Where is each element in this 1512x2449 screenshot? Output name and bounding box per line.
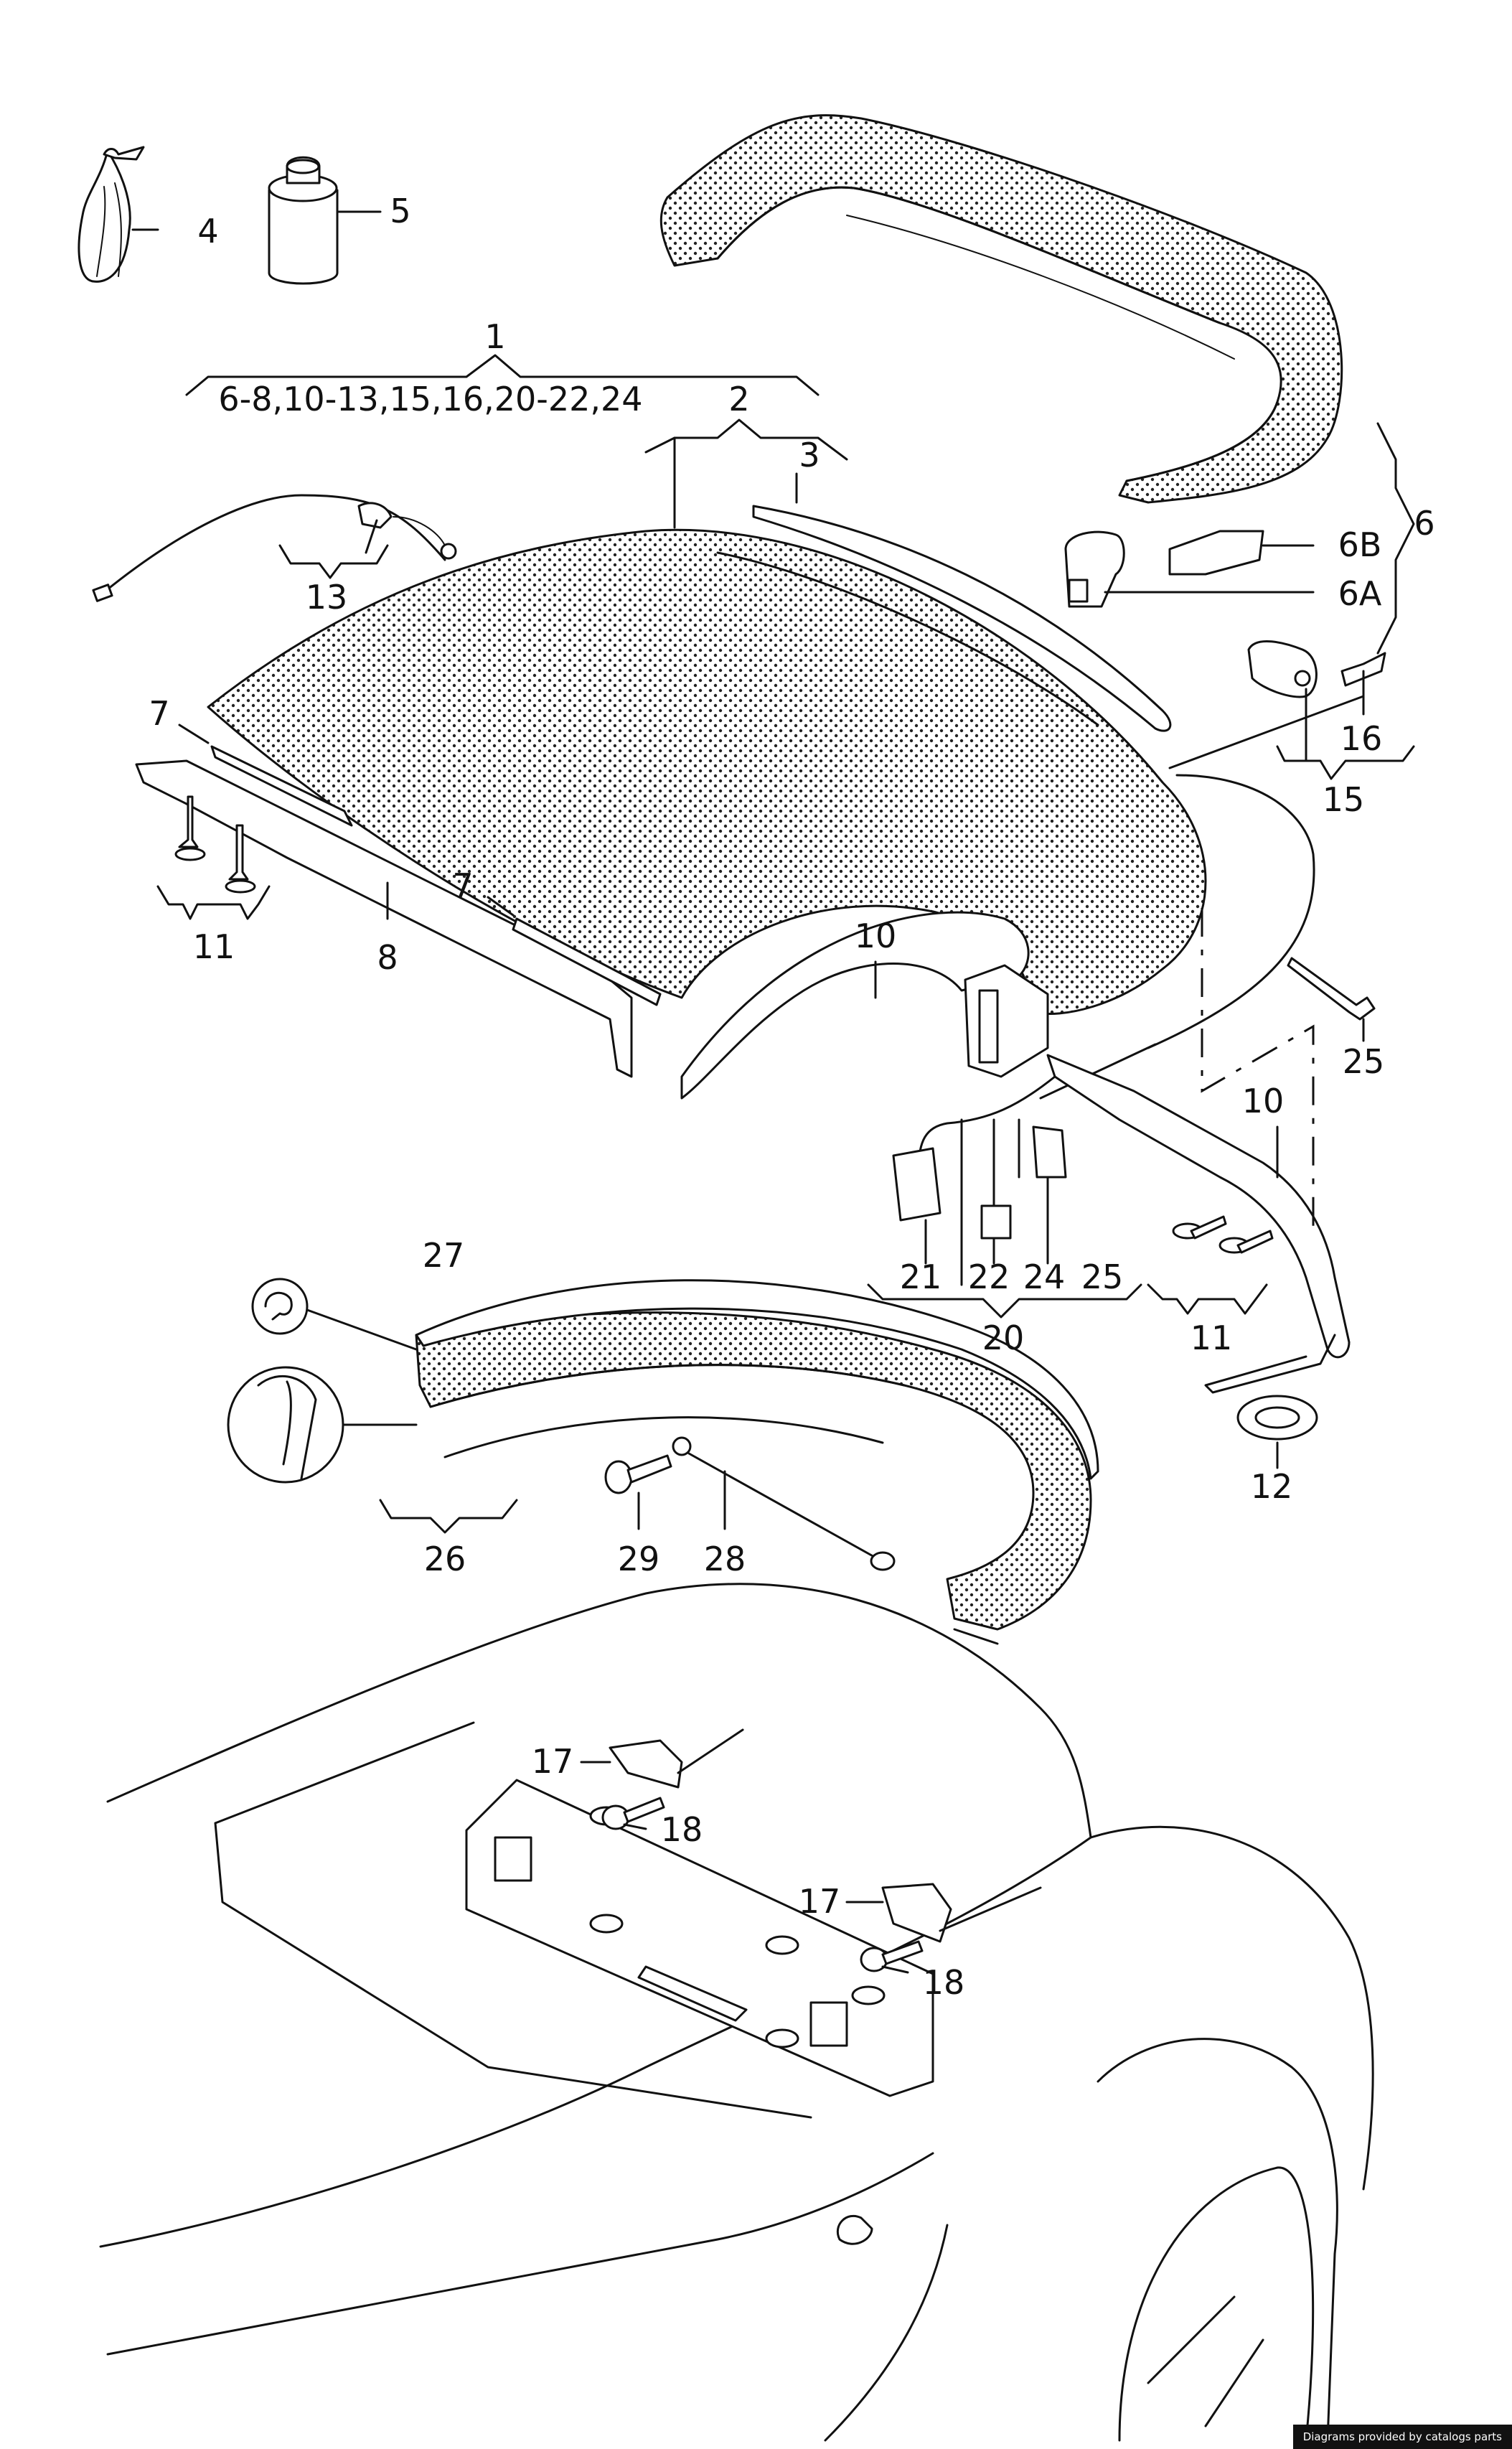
bolt-29-part	[604, 1454, 672, 1530]
label-4: 4	[197, 212, 218, 250]
bracket-11-right	[1147, 1283, 1268, 1315]
label-7a: 7	[149, 694, 169, 733]
bracket-13	[278, 544, 389, 579]
cable-28-part	[672, 1436, 896, 1571]
bracket-11-left	[156, 885, 271, 920]
label-2: 2	[728, 380, 749, 418]
bag-part-drawing	[78, 146, 159, 283]
label-24: 24	[1023, 1258, 1066, 1296]
label-7b: 7	[452, 866, 473, 905]
car-body-drawing	[99, 1583, 1374, 2442]
bracket-20	[867, 1283, 1142, 1319]
bracket-26	[379, 1499, 518, 1534]
label-25a: 25	[1081, 1258, 1124, 1296]
label-22: 22	[968, 1258, 1010, 1296]
bracket-17-upper	[580, 1728, 744, 1789]
clip-6a-part	[1064, 530, 1315, 608]
label-27: 27	[423, 1236, 465, 1275]
rail-8-part	[135, 724, 662, 1078]
label-6b: 6B	[1338, 525, 1382, 564]
bracket-1	[185, 354, 820, 396]
screws-11-left	[174, 795, 256, 894]
label-26: 26	[424, 1540, 466, 1578]
label-6a: 6A	[1338, 574, 1382, 613]
detail-circle-27	[251, 1278, 418, 1351]
wiring-20-part	[892, 1075, 1067, 1286]
tin-part-drawing	[268, 156, 382, 285]
label-1: 1	[484, 317, 505, 356]
screws-11-right	[1172, 1215, 1274, 1254]
label-18a: 18	[661, 1810, 703, 1849]
label-16: 16	[1340, 719, 1383, 758]
label-28: 28	[704, 1540, 746, 1578]
label-15: 15	[1323, 780, 1365, 819]
part-labels: 1 6-8,10-13,15,16,20-22,24 2 3 4 5 6 6A …	[149, 192, 1434, 2002]
credit-footer: Diagrams provided by catalogs parts	[1292, 2425, 1512, 2449]
label-12: 12	[1251, 1467, 1293, 1506]
cable-13-part	[92, 494, 457, 602]
label-11b: 11	[1191, 1319, 1233, 1357]
screw-18-upper	[601, 1797, 665, 1830]
ring-12-part	[1236, 1395, 1318, 1469]
label-11a: 11	[193, 927, 235, 966]
dashed-alignment	[1201, 908, 1315, 1235]
soft-top-part	[207, 505, 1207, 1015]
label-13: 13	[306, 578, 348, 617]
label-29: 29	[618, 1540, 660, 1578]
boot-cover-part	[659, 114, 1343, 504]
clip-6b-part	[1168, 530, 1315, 576]
label-3: 3	[799, 436, 820, 474]
seal-10-right	[1046, 1054, 1351, 1394]
frame-26-part	[415, 1279, 1099, 1645]
bracket-15-part	[1247, 640, 1386, 716]
cable-tie-25	[1287, 957, 1376, 1042]
screw-18-lower	[860, 1940, 924, 1974]
label-6: 6	[1414, 504, 1434, 543]
label-21: 21	[900, 1258, 942, 1296]
drain-cable	[1039, 695, 1365, 1100]
label-18b: 18	[923, 1963, 965, 2002]
hinge-part	[964, 964, 1049, 1078]
label-20: 20	[982, 1319, 1025, 1357]
label-8: 8	[377, 938, 398, 977]
label-10a: 10	[855, 917, 897, 955]
label-1-subparts: 6-8,10-13,15,16,20-22,24	[218, 380, 642, 418]
label-10b: 10	[1242, 1082, 1285, 1120]
detail-circle-26	[227, 1366, 418, 1484]
label-5: 5	[390, 192, 410, 230]
bracket-17-lower	[845, 1883, 1042, 1943]
label-17b: 17	[799, 1882, 841, 1921]
bracket-15	[1276, 745, 1415, 780]
label-17a: 17	[532, 1742, 574, 1781]
label-25b: 25	[1343, 1042, 1385, 1081]
bracket-6	[1376, 422, 1415, 655]
